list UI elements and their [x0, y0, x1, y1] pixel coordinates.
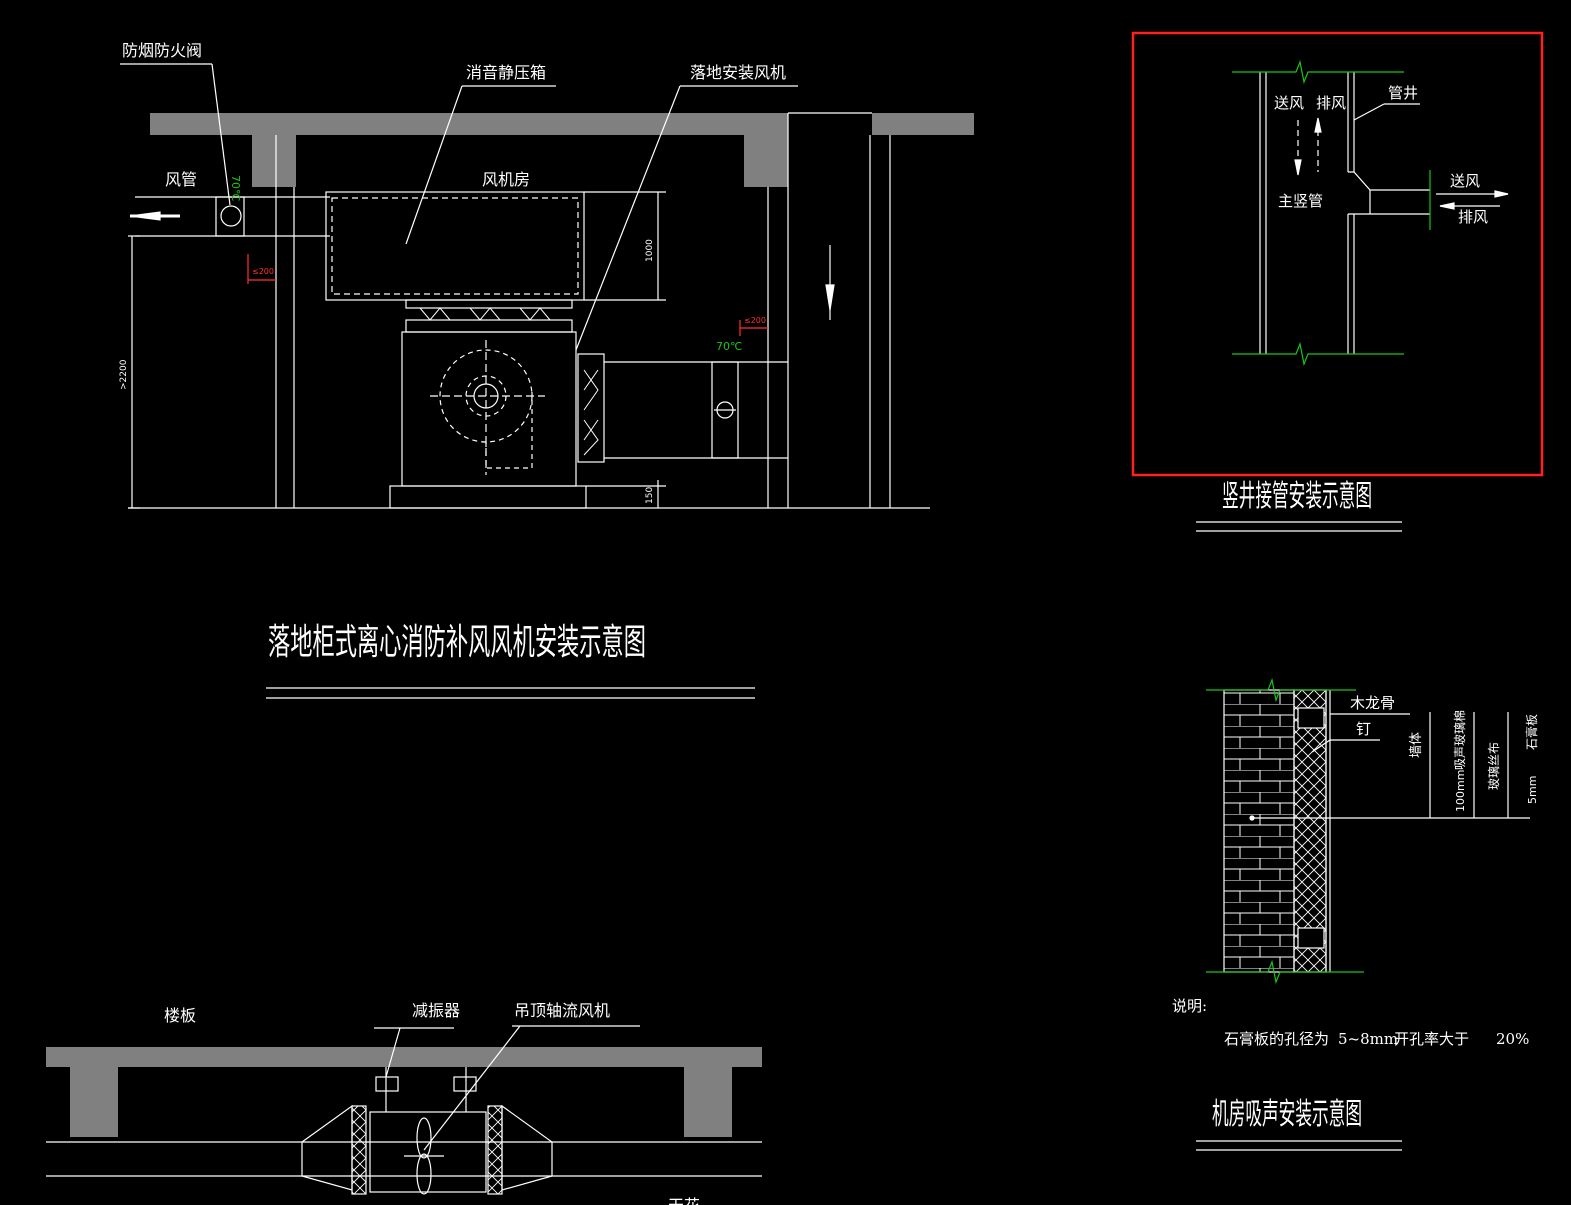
acoustic-label-keel: 木龙骨 [1350, 694, 1395, 712]
label-floor-slab: 楼板 [164, 1006, 196, 1025]
acoustic-label-100mm: 100mm [1454, 770, 1467, 812]
acoustic-label-5mm: 5mm [1526, 776, 1539, 804]
label-duct: 风管 [165, 170, 197, 189]
red-dimensions [247, 254, 768, 336]
dim-1000: 1000 [645, 239, 655, 262]
ceiling-slab-left [150, 113, 788, 135]
ceiling-fan-drawing [46, 1025, 762, 1195]
note-text: 石膏板的孔径为 [1224, 1030, 1329, 1048]
label-temp-right: 70℃ [716, 340, 742, 353]
beam-right [744, 113, 788, 187]
note-size: 5~8mm [1338, 1030, 1398, 1048]
shaft-label-shaft: 管井 [1388, 84, 1418, 102]
dim-150: 150 [645, 487, 655, 504]
dim-left-red: ≤200 [252, 267, 274, 276]
label-damper: 减振器 [412, 1001, 460, 1020]
beam-left [252, 113, 296, 187]
note-rate-text: 开孔率大于 [1394, 1030, 1469, 1048]
label-plenum-box: 消音静压箱 [466, 63, 546, 82]
acoustic-label-glasswool: 吸声玻璃棉 [1453, 710, 1467, 770]
shaft-label-supply: 送风 [1274, 94, 1304, 112]
shaft-label-exhaust-right: 排风 [1458, 208, 1488, 226]
label-floor-fan: 落地安装风机 [690, 63, 786, 82]
acoustic-title: 机房吸声安装示意图 [1212, 1097, 1362, 1132]
fan-room-title: 落地柜式离心消防补风风机安装示意图 [268, 622, 646, 663]
fan-room-drawing [120, 63, 974, 699]
highlight-box [1131, 31, 1544, 477]
shaft-breaklines [1232, 59, 1404, 367]
note-rate: 20% [1496, 1030, 1529, 1048]
acoustic-label-gypsum: 石膏板 [1524, 714, 1539, 750]
acoustic-label-nail: 钉 [1356, 720, 1371, 738]
label-fire-damper: 防烟防火阀 [122, 41, 202, 60]
label-cut-text: 天花 [668, 1196, 700, 1205]
acoustic-label-glasscloth: 玻璃丝布 [1487, 742, 1501, 790]
ceiling-slab-right [872, 113, 974, 135]
acoustic-drawing [1196, 689, 1530, 1151]
shaft-label-main-riser: 主竖管 [1278, 192, 1323, 210]
dim-2200: >2200 [119, 359, 129, 390]
notes-heading: 说明: [1172, 997, 1207, 1015]
label-temp-left: 70℃ [229, 175, 242, 201]
label-axial-fan: 吊顶轴流风机 [514, 1001, 610, 1020]
beam-left-lower [70, 1067, 118, 1137]
shaft-drawing [1196, 72, 1509, 532]
shaft-title: 竖井接管安装示意图 [1222, 479, 1372, 514]
label-fan-room: 风机房 [482, 170, 530, 189]
floor-slab [46, 1047, 762, 1067]
beam-right-lower [684, 1067, 732, 1137]
shaft-label-supply-right: 送风 [1450, 172, 1480, 190]
dim-right-red: ≤200 [744, 316, 766, 325]
acoustic-breaklines [1206, 677, 1364, 985]
acoustic-label-wall: 墙体 [1409, 732, 1424, 758]
shaft-label-exhaust: 排风 [1316, 94, 1346, 112]
